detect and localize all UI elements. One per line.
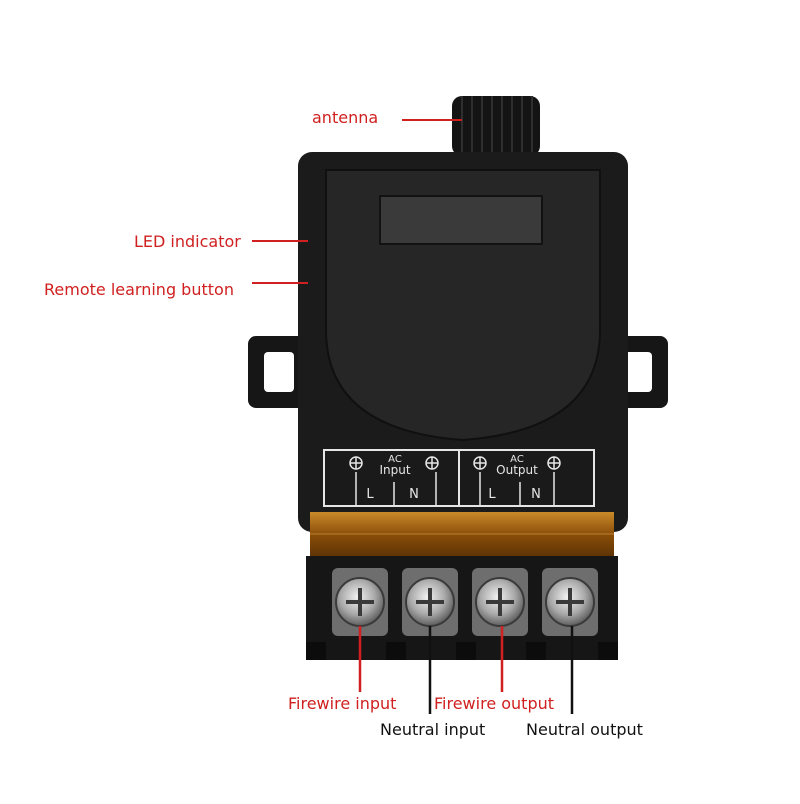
firewire-input-label: Firewire input [288,694,397,713]
led-indicator-label: LED indicator [134,232,241,251]
panel-ac-label-left: AC [388,454,402,465]
panel-input-label: Input [379,463,410,477]
neutral-output-label: Neutral output [526,720,643,739]
panel-n-label: N [409,487,419,502]
terminal-screw-3 [472,568,528,636]
plus-icon [349,456,363,470]
mounting-hole-right [622,352,652,392]
terminal-screw-1 [332,568,388,636]
terminal-screw-4 [542,568,598,636]
panel-output-label: Output [496,463,538,477]
terminal-teeth [306,642,618,660]
terminal-screw-2 [402,568,458,636]
plus-icon [473,456,487,470]
panel-ac-label-right: AC [510,454,524,465]
panel-n-label: N [531,487,541,502]
mounting-hole-left [264,352,294,392]
remote-learning-button-label: Remote learning button [44,280,234,299]
label-window [379,195,543,245]
firewire-output-label: Firewire output [434,694,555,713]
panel-l-label: L [488,487,496,502]
terminal-cover [310,512,614,558]
panel-l-label: L [366,487,374,502]
antenna-coil [452,96,540,156]
antenna-label: antenna [312,108,379,127]
plus-icon [425,456,439,470]
plus-icon [547,456,561,470]
terminal-label-panel: AC Input AC Output L N L N [323,449,595,507]
neutral-input-label: Neutral input [380,720,486,739]
